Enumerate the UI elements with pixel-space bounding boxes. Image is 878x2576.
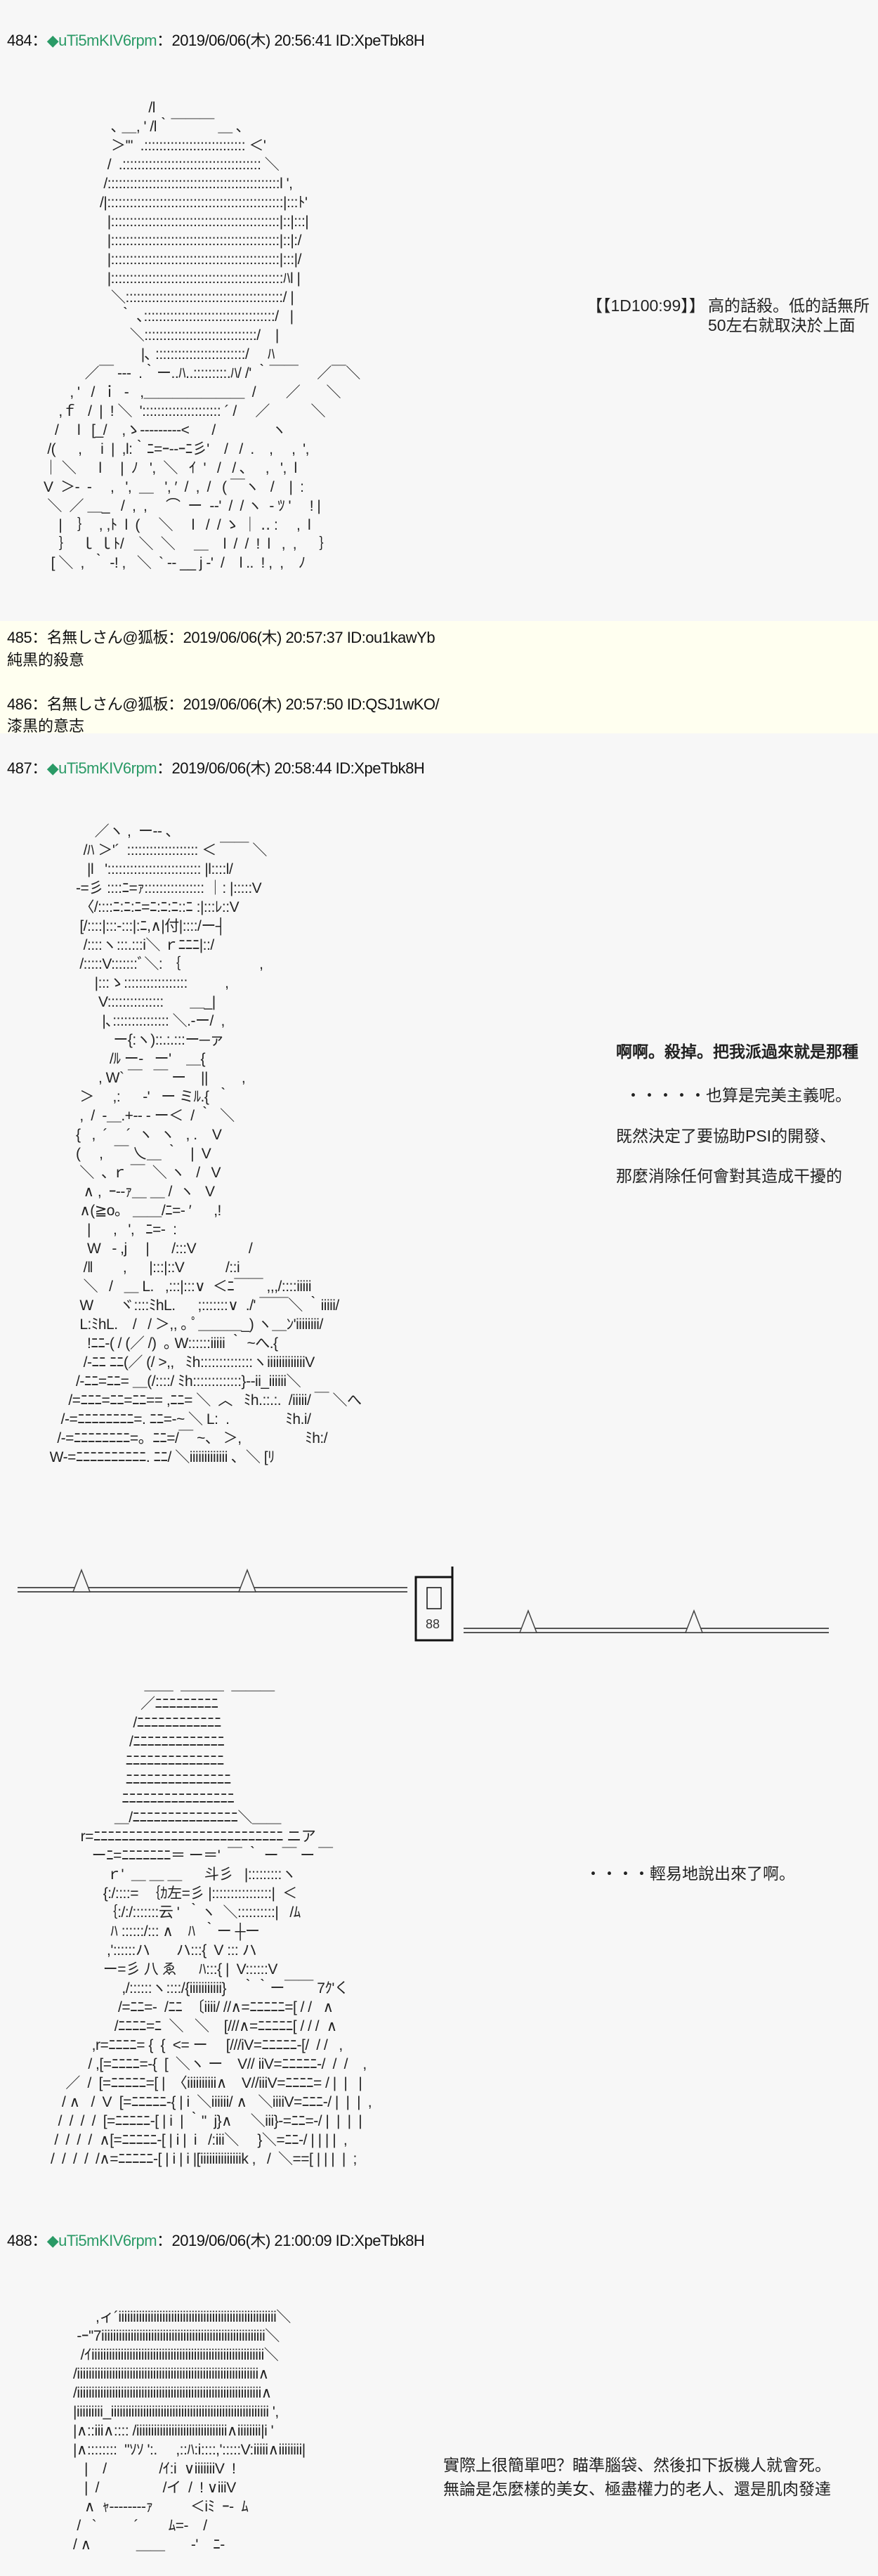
phone-box-icon bbox=[414, 1567, 454, 1642]
dialogue-line: 既然決定了要協助PSI的開發、 bbox=[616, 1127, 837, 1145]
dialogue-line: 啊啊。殺掉。把我派過來就是那種 bbox=[616, 1042, 858, 1061]
post-header-484: 484：◆uTi5mKIV6rpm：2019/06/06(木) 20:56:41… bbox=[7, 28, 425, 51]
box-label: 88 bbox=[426, 1617, 440, 1631]
post-body-486: 漆黒的意志 bbox=[7, 717, 85, 735]
poster-name: 名無しさん@狐板 bbox=[46, 695, 169, 713]
poster-name[interactable]: uTi5mKIV6rpm bbox=[58, 32, 157, 49]
trip-diamond-icon: ◆ bbox=[46, 32, 59, 49]
trip-diamond-icon: ◆ bbox=[46, 759, 59, 777]
ascii-art-figure-4: ,ィ´iiiiiiiiiiiiiiiiiiiiiiiiiiiiiiiiiiiii… bbox=[73, 2309, 306, 2553]
highlighted-replies-band bbox=[0, 621, 878, 733]
post-header-486: 486：名無しさん@狐板：2019/06/06(木) 20:57:50 ID:Q… bbox=[7, 692, 440, 714]
separator: ： bbox=[32, 2232, 47, 2249]
dialogue-line: 50左右就取決於上面 bbox=[708, 316, 856, 334]
dialogue-line: 那麼消除任何會對其造成干擾的 bbox=[616, 1167, 842, 1185]
spike-icon bbox=[72, 1568, 91, 1593]
post-date-id: ：2019/06/06(木) 20:58:44 ID:XpeTbk8H bbox=[157, 759, 425, 777]
post-date-id: ：2019/06/06(木) 20:57:37 ID:ou1kawYb bbox=[168, 629, 435, 646]
spike-icon bbox=[237, 1568, 257, 1593]
dice-result: 【【1D100:99】】 bbox=[587, 296, 705, 315]
separator: ： bbox=[32, 32, 47, 49]
ascii-art-figure-2: ／ヽ , ー-- ､ /ﾊ ＞'´ ::::::::::::::::::: ＜ … bbox=[49, 823, 362, 1465]
separator: ： bbox=[32, 695, 47, 713]
post-number: 486 bbox=[7, 695, 32, 713]
poster-name: 名無しさん@狐板 bbox=[46, 629, 169, 646]
post-header-488: 488：◆uTi5mKIV6rpm：2019/06/06(木) 21:00:09… bbox=[7, 2228, 425, 2251]
poster-name[interactable]: uTi5mKIV6rpm bbox=[58, 2232, 157, 2249]
post-date-id: ：2019/06/06(木) 20:56:41 ID:XpeTbk8H bbox=[157, 32, 425, 49]
dialogue-line: 高的話殺。低的話無所 bbox=[708, 296, 870, 315]
post-number: 484 bbox=[7, 32, 32, 49]
post-date-id: ：2019/06/06(木) 20:57:50 ID:QSJ1wKO/ bbox=[168, 695, 440, 713]
trip-diamond-icon: ◆ bbox=[46, 2232, 59, 2249]
post-number: 488 bbox=[7, 2232, 32, 2249]
separator: ： bbox=[32, 629, 47, 646]
post-header-485: 485：名無しさん@狐板：2019/06/06(木) 20:57:37 ID:o… bbox=[7, 625, 435, 648]
post-number: 487 bbox=[7, 759, 32, 777]
dialogue-line: ・・・・輕易地說出來了啊。 bbox=[585, 1864, 795, 1883]
dialogue-line: 無論是怎麼樣的美女、極盡權力的老人、還是肌肉發達 bbox=[443, 2480, 831, 2498]
dialogue-line: 實際上很簡單吧？瞄準腦袋、然後扣下扳機人就會死。 bbox=[443, 2456, 831, 2474]
post-header-487: 487：◆uTi5mKIV6rpm：2019/06/06(木) 20:58:44… bbox=[7, 756, 425, 778]
post-date-id: ：2019/06/06(木) 21:00:09 ID:XpeTbk8H bbox=[157, 2232, 425, 2249]
spike-icon bbox=[518, 1609, 538, 1633]
dialogue-line: ・・・・・也算是完美主義呢。 bbox=[625, 1086, 851, 1104]
separator: ： bbox=[32, 759, 47, 777]
poster-name[interactable]: uTi5mKIV6rpm bbox=[58, 759, 157, 777]
post-number: 485 bbox=[7, 629, 32, 646]
ascii-art-figure-3: ＿＿ ＿＿＿ ＿＿＿ ／ﾆﾆﾆﾆﾆﾆﾆﾆﾆ /ﾆﾆﾆﾆﾆﾆﾆﾆﾆﾆﾆﾆ /ﾆﾆﾆ… bbox=[51, 1677, 372, 2167]
scene-divider: 88 bbox=[18, 1567, 829, 1642]
spike-icon bbox=[684, 1609, 704, 1633]
post-body-485: 純黒的殺意 bbox=[7, 651, 85, 669]
ascii-art-figure-1: /l ､ ＿, ' /l｀￣￣￣ ＿ ､ ＞'" .::::::::::::::… bbox=[44, 100, 360, 571]
